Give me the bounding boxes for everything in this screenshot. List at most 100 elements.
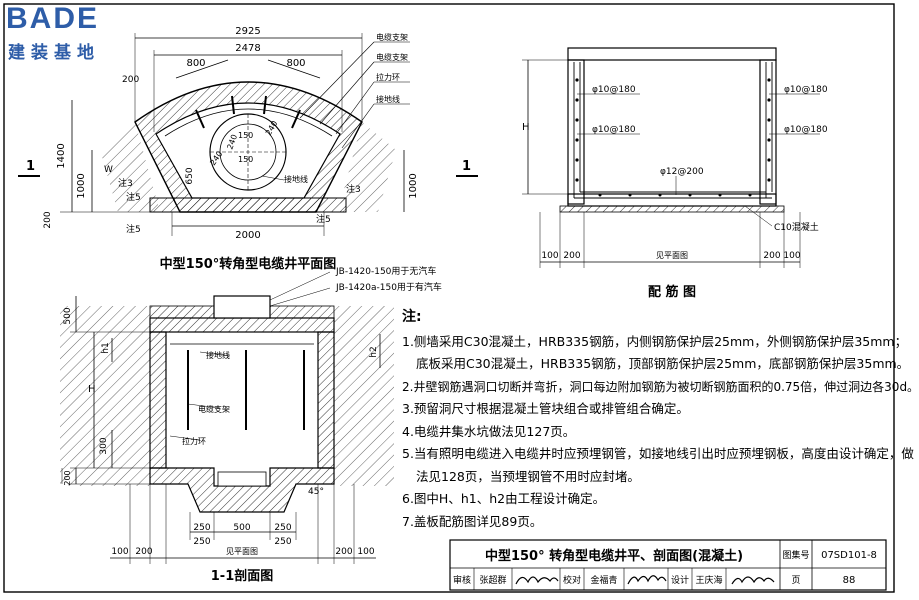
section-label-h: H [88, 384, 96, 395]
plan-dim-right: 1000 [408, 173, 419, 198]
plan-label-note5-left: 注5 [126, 191, 141, 203]
plan-dim-bottom: 200 [43, 211, 53, 228]
section-dim-e4: 100 [357, 547, 374, 557]
plan-label-ground-line: 接地线 [376, 94, 400, 104]
section-label-jb2: JB-1420a-150用于有汽车 [335, 281, 442, 293]
note-item: 2.井壁钢筋遇洞口切断并弯折，洞口每边附加钢筋为被切断钢筋面积的0.75倍，伸过… [402, 379, 919, 394]
title-block-atlas-label: 图集号 [782, 549, 809, 561]
plan-base-slab [149, 197, 347, 213]
brand-logo: BADE [6, 2, 100, 35]
title-block-page-label: 页 [791, 575, 800, 586]
plan-label-ground-line-inner: 接地线 [284, 174, 308, 184]
section-label-angle: 45° [308, 487, 324, 497]
rebar-label-r2: φ10@180 [784, 125, 828, 135]
plan-label-note3-right: 注3 [346, 183, 361, 195]
plan-title: 中型150°转角型电缆井平面图 [160, 256, 337, 272]
rebar-label-see-plan: 见平面图 [656, 251, 688, 260]
section-dim-b5: 250 [274, 537, 291, 547]
rebar-dim-2: 200 [563, 251, 580, 261]
section-cover [149, 317, 335, 333]
plan-label-note3-left: 注3 [118, 177, 133, 189]
plan-dim-overall: 2925 [235, 26, 260, 37]
rebar-label-bottom: φ12@200 [660, 167, 704, 177]
title-block-review-name: 张超群 [479, 574, 506, 586]
note-item: 6.图中H、h1、h2由工程设计确定。 [402, 491, 606, 506]
plan-label-note5-right: 注5 [316, 213, 331, 225]
section-dim-e3: 200 [335, 547, 352, 557]
title-block-page-no: 88 [843, 575, 856, 586]
note-item: 4.电缆井集水坑做法见127页。 [402, 423, 576, 439]
section-title: 1-1剖面图 [211, 568, 274, 584]
rebar-view: φ10@180 φ10@180 φ10@180 φ10@180 φ12@200 … [522, 47, 828, 300]
section-label-pull-ring: 拉力环 [182, 436, 206, 446]
plan-dim-height: 1400 [56, 143, 67, 168]
rebar-title: 配 筋 图 [648, 284, 696, 300]
drawing-sheet: 2925 2478 800 800 200 1400 1000 1000 200… [3, 3, 895, 593]
section-view: JB-1420-150用于无汽车 JB-1420a-150用于有汽车 接地线 电… [60, 265, 442, 584]
note-item: 底板采用C30混凝土，HRB335钢筋，顶部钢筋保护层25mm，底部钢筋保护层3… [416, 356, 910, 371]
plan-section-mark-right: 1 [462, 159, 471, 174]
section-dim-e2: 200 [135, 547, 152, 557]
plan-dim-r5: 150 [238, 131, 253, 140]
rebar-label-r1: φ10@180 [784, 85, 828, 95]
plan-dim-base: 2000 [235, 230, 260, 241]
section-left-wall [149, 331, 167, 469]
notes-panel: 注: 1.侧墙采用C30混凝土，HRB335钢筋，内侧钢筋保护层25mm，外侧钢… [402, 306, 919, 533]
design-signature [731, 576, 775, 585]
note-item: 法见128页，当预埋钢管不用时应封堵。 [416, 468, 640, 484]
plan-label-pull-ring: 拉力环 [376, 72, 400, 82]
rebar-dim-4: 100 [783, 251, 800, 261]
plan-dim-left: 1000 [76, 173, 87, 198]
title-block: 中型150° 转角型电缆井平、剖面图(混凝土) 图集号 07SD101-8 审核… [449, 539, 887, 591]
brand-logo-subtitle: 建装基地 [8, 43, 100, 63]
section-label-see-plan: 见平面图 [226, 547, 258, 556]
check-signature [627, 575, 667, 585]
title-block-main-title: 中型150° 转角型电缆井平、剖面图(混凝土) [485, 548, 743, 564]
note-item: 3.预留洞尺寸根据混凝土管块组合或排管组合确定。 [402, 401, 689, 416]
plan-section-mark-left: 1 [26, 159, 35, 174]
rebar-c10-concrete [559, 205, 785, 213]
title-block-check-name: 金福青 [590, 574, 617, 586]
section-dim-b2: 250 [193, 537, 210, 547]
plan-dim-seg-left: 800 [186, 58, 205, 69]
section-right-wall [317, 331, 335, 469]
review-signature [515, 576, 559, 585]
note-item: 1.侧墙采用C30混凝土，HRB335钢筋，内侧钢筋保护层25mm，外侧钢筋保护… [402, 333, 908, 349]
title-block-design-name: 王庆海 [695, 574, 722, 586]
plan-dim-side: 200 [122, 75, 139, 85]
title-block-review-label: 审核 [453, 574, 471, 586]
section-label-bracket: 电缆支架 [198, 404, 230, 414]
section-dim-b1: 250 [193, 523, 210, 533]
rebar-dim-3: 200 [763, 251, 780, 261]
section-dim-200: 200 [63, 470, 72, 485]
rebar-label-l2: φ10@180 [592, 125, 636, 135]
plan-dim-inner: 2478 [235, 43, 260, 54]
plan-view: 2925 2478 800 800 200 1400 1000 1000 200… [18, 26, 478, 272]
section-dim-top: 500 [63, 307, 73, 324]
rebar-dim-1: 100 [541, 251, 558, 261]
plan-label-bracket-mount: 电缆支架 [376, 52, 408, 62]
plan-dim-r4: 150 [238, 155, 253, 164]
title-block-design-label: 设计 [671, 574, 689, 586]
section-dim-300: 300 [99, 437, 109, 454]
plan-dim-seg-right: 800 [286, 58, 305, 69]
rebar-label-l1: φ10@180 [592, 85, 636, 95]
section-dim-b3: 500 [233, 523, 250, 533]
section-label-h1: h1 [101, 342, 111, 353]
plan-label-bracket: 电缆支架 [376, 32, 408, 42]
title-block-atlas-no: 07SD101-8 [821, 550, 877, 561]
section-label-h2: h2 [369, 346, 379, 357]
section-dim-b4: 250 [274, 523, 291, 533]
notes-title: 注: [402, 309, 422, 325]
note-item: 7.盖板配筋图详见89页。 [402, 513, 543, 529]
note-item: 5.当有照明电缆进入电缆井时应预埋钢管，如接地线引出时应预埋钢板，高度由设计确定… [402, 446, 914, 461]
rebar-label-h: H [522, 122, 530, 133]
plan-dim-wall: 650 [185, 167, 195, 184]
sheet-border [3, 3, 895, 593]
section-label-ground: 接地线 [206, 350, 230, 360]
rebar-label-concrete: C10混凝土 [774, 221, 819, 233]
section-dim-e1: 100 [111, 547, 128, 557]
title-block-check-label: 校对 [563, 574, 581, 586]
plan-label-note5-bottom: 注5 [126, 223, 141, 235]
plan-dim-w: W [104, 165, 113, 175]
